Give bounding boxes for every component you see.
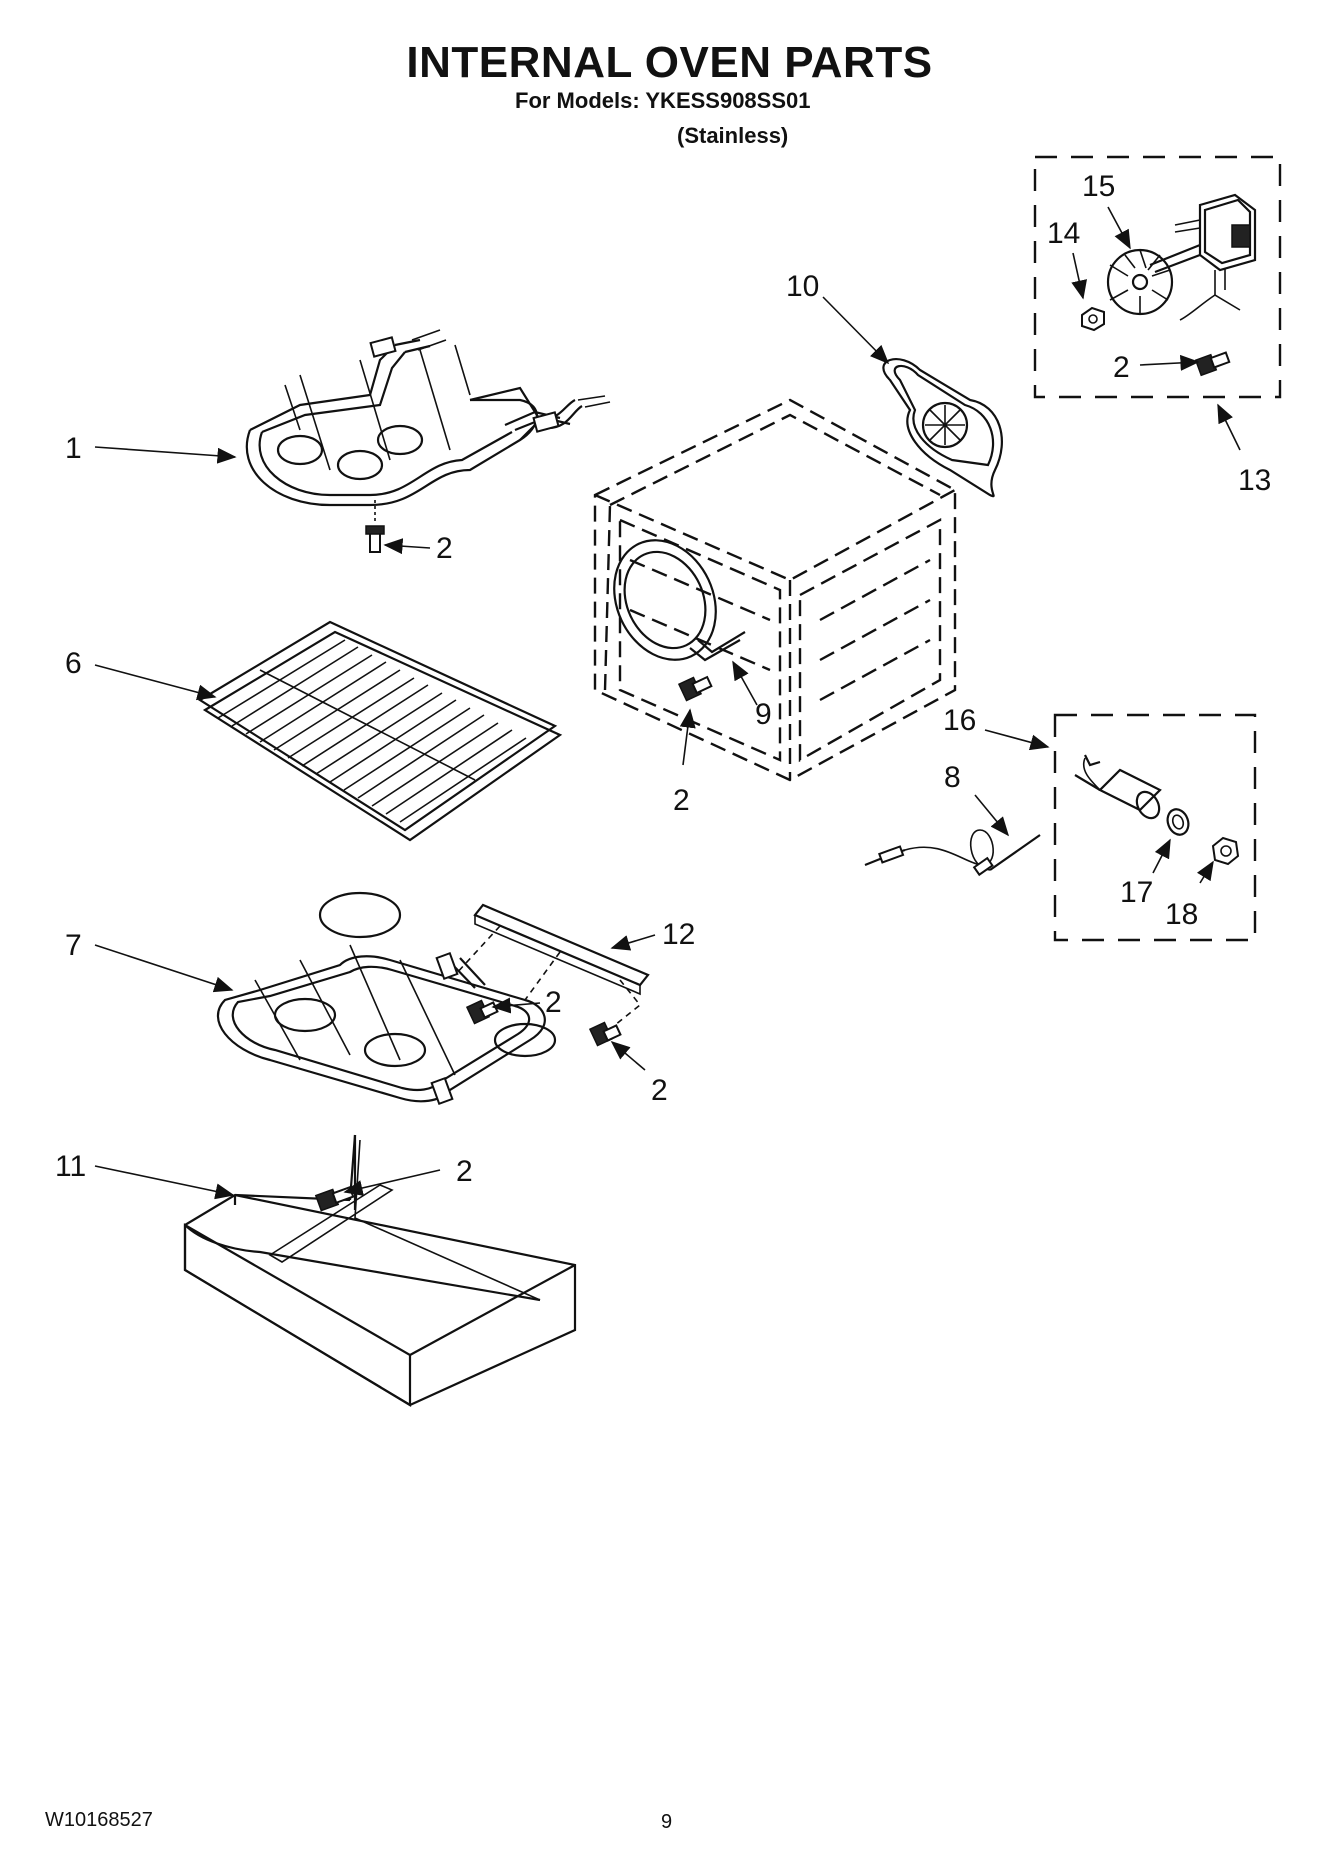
bracket-part-12 — [454, 903, 650, 1026]
fan-baffle-part-10 — [882, 358, 1003, 498]
callout-2e: 2 — [673, 784, 690, 817]
bottom-pan-part-11 — [183, 1134, 577, 1407]
callout-11: 11 — [55, 1150, 86, 1183]
callout-2c: 2 — [651, 1074, 668, 1107]
callout-16: 16 — [943, 704, 976, 737]
callout-2f: 2 — [1113, 351, 1130, 384]
fan-motor — [1149, 193, 1257, 321]
bake-element-part-7 — [216, 891, 557, 1106]
callout-2b: 2 — [545, 986, 562, 1019]
broil-element-part-1 — [245, 329, 611, 507]
callout-arrows — [94, 206, 1241, 1200]
oven-rack-part-6 — [197, 620, 563, 842]
screw-part-2c — [588, 1021, 622, 1047]
page-title: INTERNAL OVEN PARTS — [406, 38, 933, 87]
callout-8: 8 — [944, 761, 961, 794]
callout-2a: 2 — [436, 532, 453, 565]
model-subtitle: For Models: YKESS908SS01 — [515, 88, 811, 113]
sensor-kit-box — [1053, 713, 1257, 942]
screw-part-2b — [465, 999, 499, 1025]
washer-part-17 — [1166, 808, 1190, 836]
page-number: 9 — [661, 1811, 673, 1833]
callout-15: 15 — [1082, 170, 1115, 203]
callout-6: 6 — [65, 647, 82, 680]
convection-element-part-9 — [613, 539, 746, 662]
oven-cavity-outline — [593, 398, 957, 782]
callout-7: 7 — [65, 929, 82, 962]
callout-2d: 2 — [456, 1155, 473, 1188]
callout-13: 13 — [1238, 464, 1271, 497]
screw-part-2f — [1194, 351, 1231, 377]
screw-part-2a — [365, 500, 385, 553]
callout-12: 12 — [662, 918, 695, 951]
callout-17: 17 — [1120, 876, 1153, 909]
screw-part-2e — [677, 675, 713, 702]
convection-fan-kit-box — [1033, 155, 1282, 399]
callout-14: 14 — [1047, 217, 1080, 250]
meat-probe-part-8 — [864, 829, 1041, 877]
callout-18: 18 — [1165, 898, 1198, 931]
fan-blade-part-15 — [1106, 248, 1174, 316]
nut-part-18 — [1211, 836, 1240, 866]
callout-1: 1 — [65, 432, 82, 465]
nut-part-14 — [1081, 306, 1105, 332]
callout-9: 9 — [755, 698, 772, 731]
callout-10: 10 — [786, 270, 819, 303]
sensor-part-16 — [1074, 754, 1162, 820]
variant-subtitle: (Stainless) — [677, 123, 789, 148]
document-number: W10168527 — [45, 1809, 153, 1831]
